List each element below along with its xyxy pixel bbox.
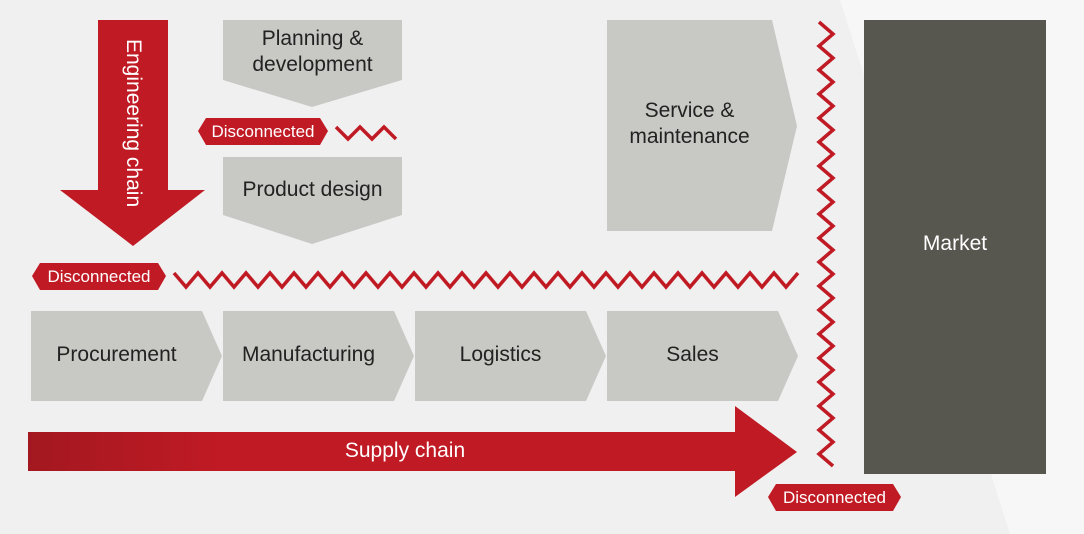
procurement-box [31, 311, 222, 401]
logistics-box [415, 311, 606, 401]
sales-box [607, 311, 798, 401]
procurement-label: Procurement [56, 343, 177, 366]
manufacturing-box [223, 311, 414, 401]
disconnected-tag-2: Disconnected [47, 266, 151, 286]
product-design-box [223, 157, 402, 244]
logistics-label: Logistics [459, 343, 542, 366]
market-label: Market [922, 232, 988, 255]
product-design-label: Product design [242, 178, 383, 201]
planning-development-label: Planning & development [252, 27, 373, 76]
disconnected-tag-3: Disconnected [782, 487, 886, 507]
manufacturing-label: Manufacturing [241, 343, 376, 366]
service-maintenance-box [607, 20, 797, 231]
zigzag-vertical [816, 20, 836, 468]
disconnected-tag-shape-3 [768, 484, 901, 511]
disconnected-tag-shape-1 [198, 118, 328, 145]
engineering-chain-label: Engineering chain [122, 38, 145, 208]
market-block [864, 20, 1046, 474]
disconnected-tag-shape-2 [32, 263, 166, 290]
zigzag-horizontal [172, 270, 800, 290]
engineering-chain-arrow [60, 20, 205, 246]
disconnected-tag-1: Disconnected [211, 121, 315, 141]
supply-chain-arrow [28, 406, 797, 497]
sales-label: Sales [666, 343, 719, 366]
service-maintenance-label: Service & maintenance [629, 99, 750, 148]
zigzag-short [334, 124, 398, 142]
planning-development-box [223, 20, 402, 107]
supply-chain-label: Supply chain [344, 439, 466, 462]
